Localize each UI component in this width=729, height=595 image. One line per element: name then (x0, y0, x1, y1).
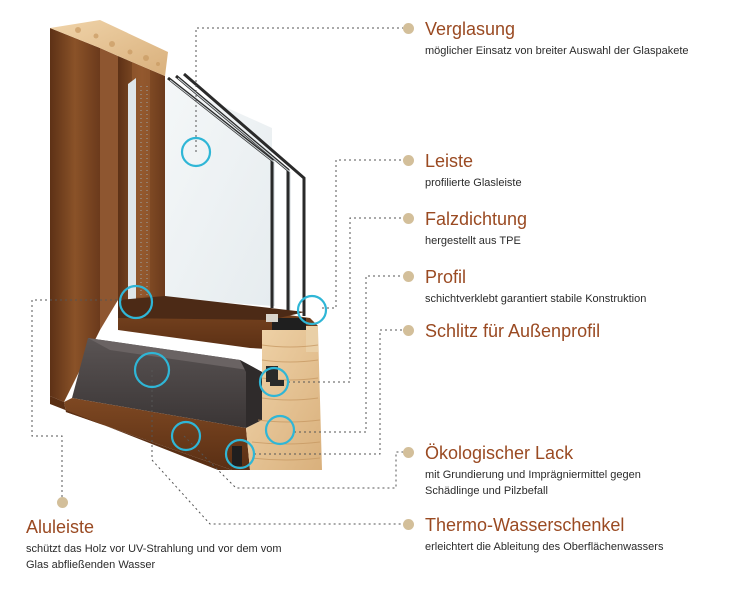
callout-desc-line: schützt das Holz vor UV-Strahlung und vo… (26, 543, 282, 555)
callout-desc-line: Schädlinge und Pilzbefall (425, 485, 548, 497)
callout-title: Profil (425, 267, 467, 287)
callout-desc-line: Glas abfließenden Wasser (26, 559, 156, 571)
callout-desc: profilierte Glasleiste (425, 177, 522, 189)
marker-falzdichtung (258, 366, 290, 398)
bullet-leiste (403, 155, 414, 166)
window-frame-illustration (50, 20, 322, 470)
callout-aluleiste: Aluleiste schützt das Holz vor UV-Strahl… (26, 516, 282, 573)
marker-schlitz (224, 438, 256, 470)
marker-thermo (133, 351, 171, 389)
leader-lines (31, 27, 403, 525)
leader-line-aluleiste (31, 299, 122, 500)
bullet-thermo (403, 519, 414, 530)
callout-title: Thermo-Wasserschenkel (425, 515, 625, 535)
callout-desc: schichtverklebt garantiert stabile Konst… (425, 293, 647, 305)
marker-leiste (296, 294, 328, 326)
callout-desc-line: mit Grundierung und Imprägniermittel geg… (425, 469, 641, 481)
leader-line-leiste (322, 159, 403, 309)
bullet-verglasung (403, 23, 414, 34)
callout-title: Verglasung (425, 19, 516, 39)
callout-verglasung: Verglasung möglicher Einsatz von breiter… (425, 18, 689, 59)
leader-line-falzdichtung (288, 217, 403, 383)
callout-title: Ökologischer Lack (425, 443, 574, 463)
callout-title: Schlitz für Außenprofil (425, 321, 601, 341)
callout-desc: hergestellt aus TPE (425, 235, 521, 247)
bullet-profil (403, 271, 414, 282)
highlight-markers (118, 136, 328, 470)
callout-leiste: Leiste profilierte Glasleiste (425, 150, 522, 191)
callout-title: Leiste (425, 151, 474, 171)
callout-title: Aluleiste (26, 517, 95, 537)
callout-schlitz: Schlitz für Außenprofil (425, 320, 600, 342)
leader-line-verglasung (195, 27, 403, 152)
leader-line-schlitz (254, 329, 403, 455)
bullet-aluleiste (57, 497, 68, 508)
callout-desc: mit Grundierung und Imprägniermittel geg… (425, 467, 641, 499)
callout-lack: Ökologischer Lack mit Grundierung und Im… (425, 442, 641, 499)
leader-line-profil (294, 275, 403, 433)
leader-line-lack (183, 435, 403, 489)
callout-desc: möglicher Einsatz von breiter Auswahl de… (425, 45, 689, 57)
callout-title: Falzdichtung (425, 209, 528, 229)
marker-profil (264, 414, 296, 446)
callout-desc: erleichtert die Ableitung des Oberfläche… (425, 541, 664, 553)
bullet-schlitz (403, 325, 414, 336)
leader-line-thermo (151, 370, 403, 525)
marker-aluleiste (118, 284, 154, 320)
bullet-falzdichtung (403, 213, 414, 224)
callout-desc: schützt das Holz vor UV-Strahlung und vo… (26, 541, 282, 573)
callout-profil: Profil schichtverklebt garantiert stabil… (425, 266, 646, 307)
marker-lack (170, 420, 202, 452)
marker-verglasung (180, 136, 212, 168)
bullet-lack (403, 447, 414, 458)
callout-falzdichtung: Falzdichtung hergestellt aus TPE (425, 208, 527, 249)
callout-thermo: Thermo-Wasserschenkel erleichtert die Ab… (425, 514, 663, 555)
